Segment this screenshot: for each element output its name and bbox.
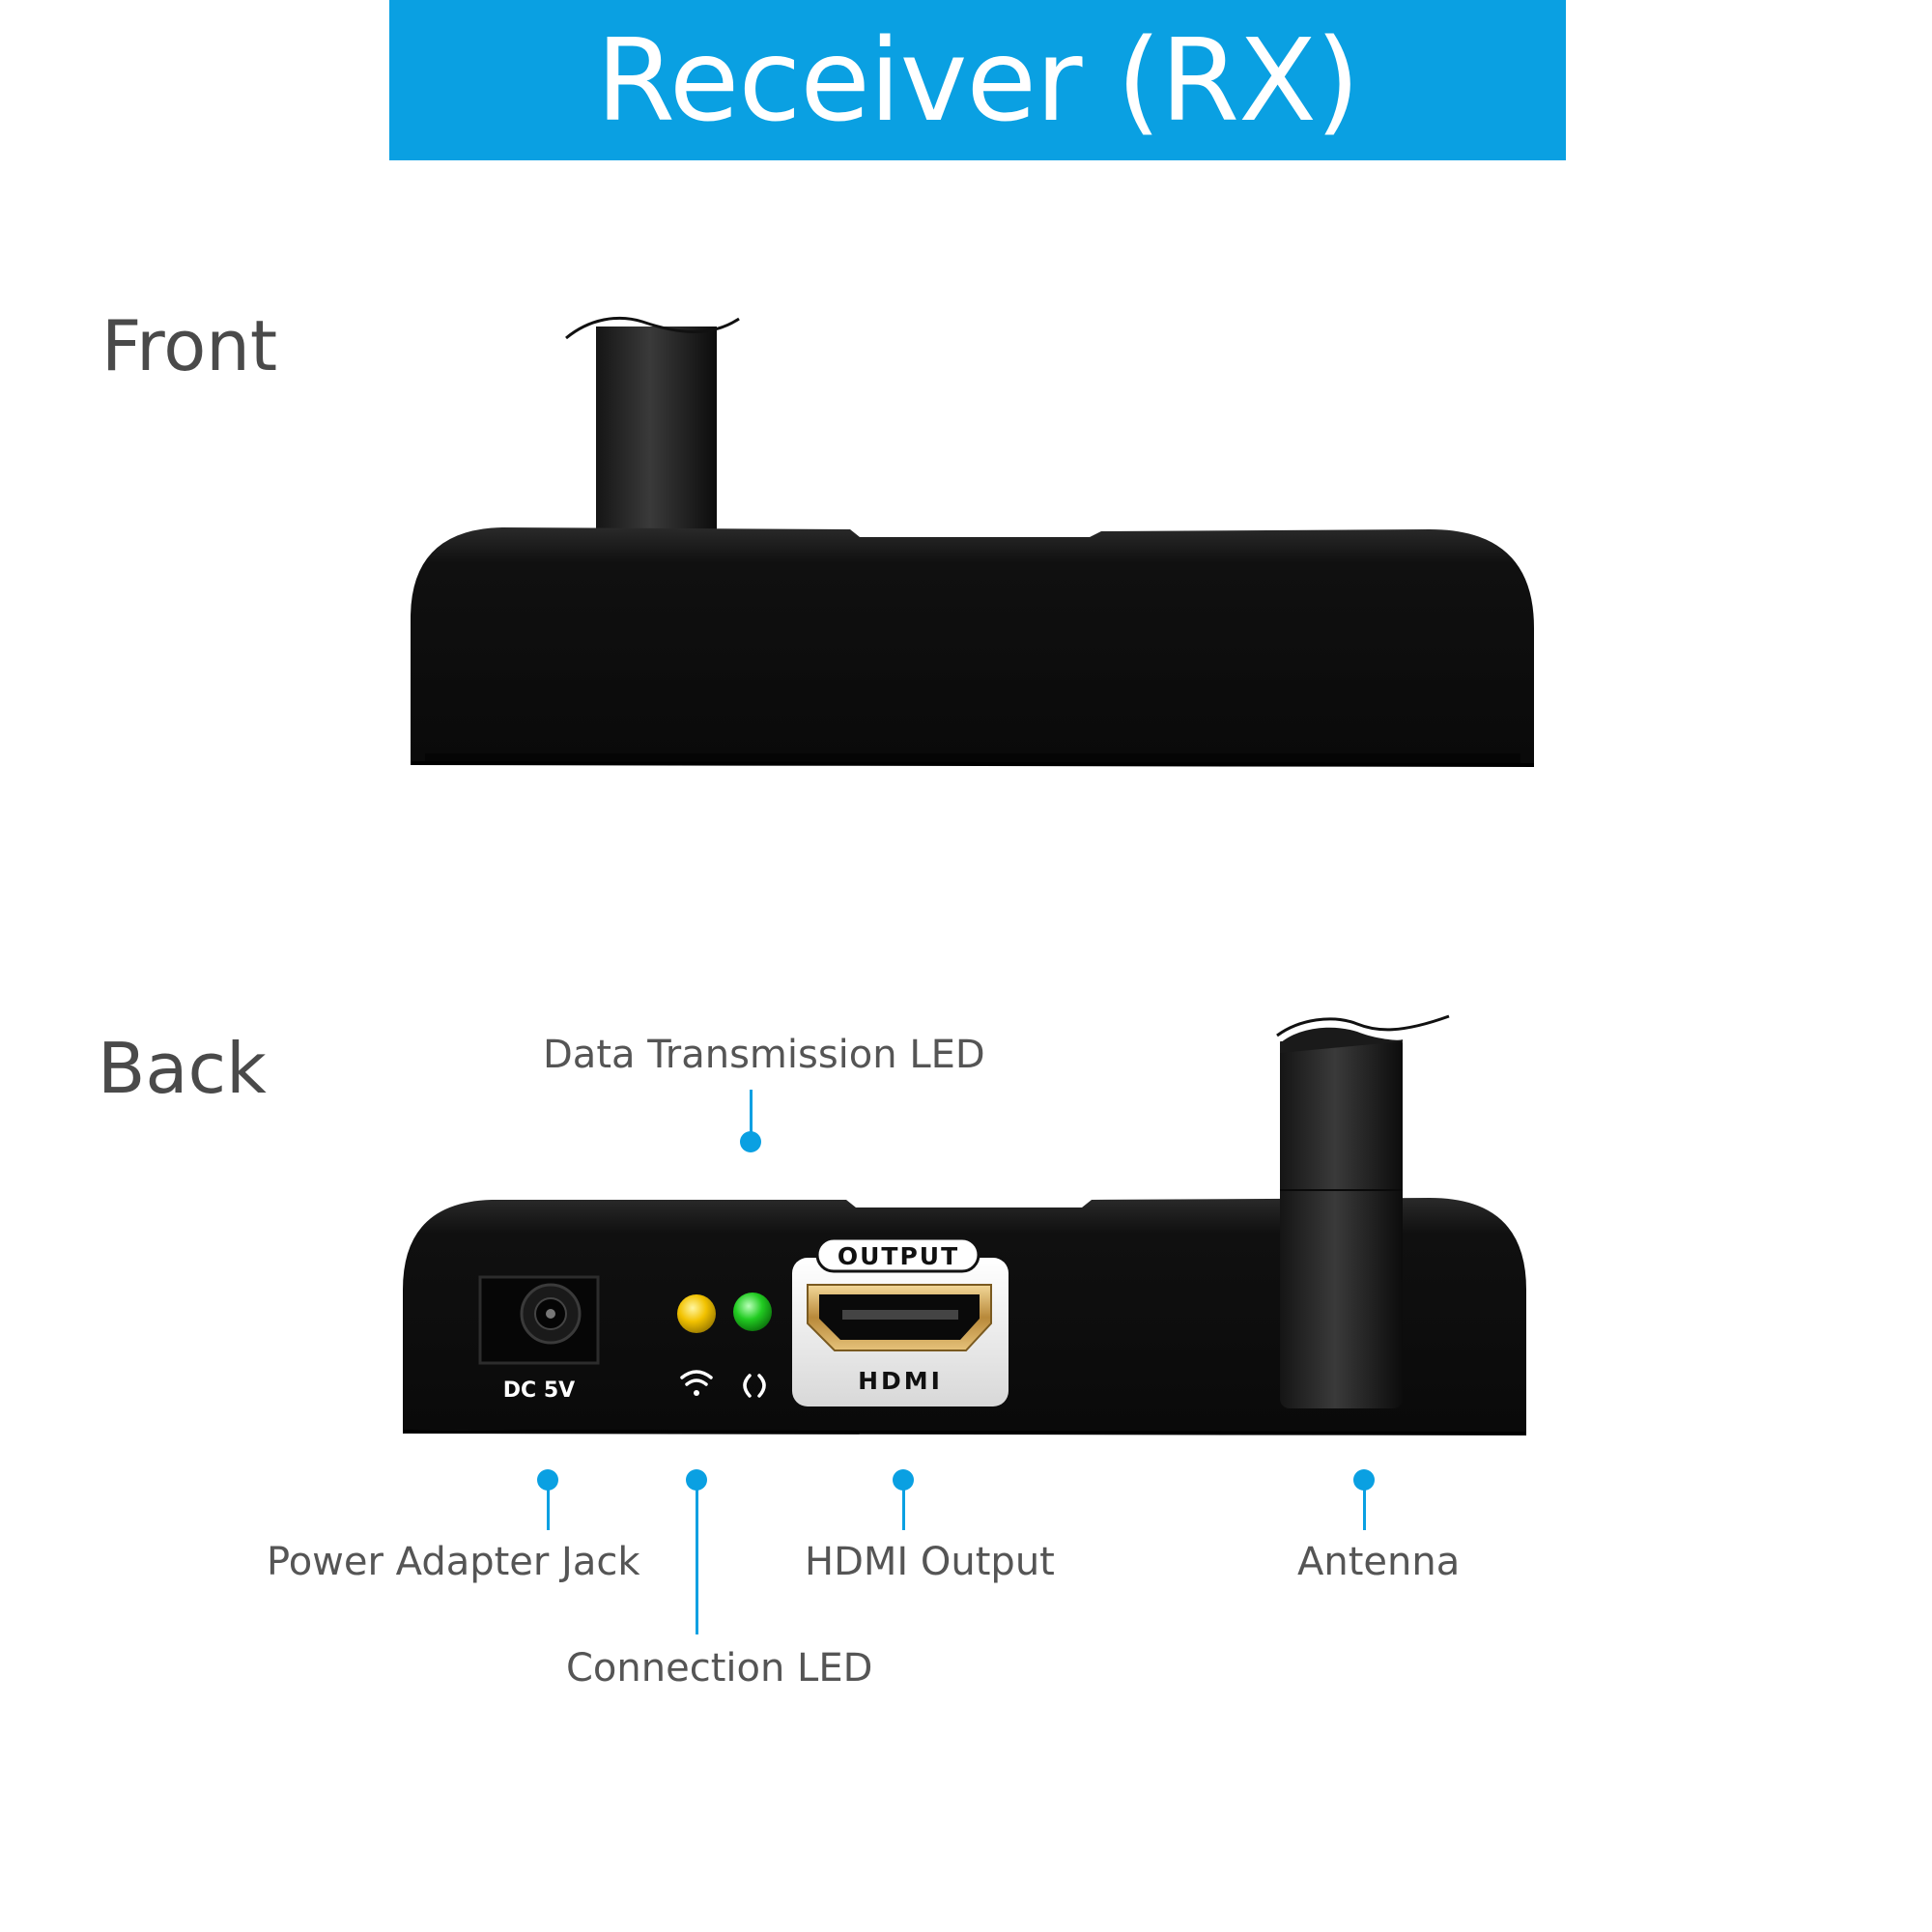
connection-led	[733, 1293, 772, 1331]
front-antenna	[596, 327, 717, 534]
wifi-icon	[680, 1370, 713, 1396]
back-antenna	[1276, 1014, 1450, 1408]
hdmi-label: HDMI	[858, 1367, 943, 1395]
power-adapter-jack	[478, 1275, 600, 1365]
output-badge	[815, 1236, 980, 1273]
front-enclosure	[411, 527, 1534, 765]
dot-data-transmission-led	[740, 1131, 761, 1152]
callout-connection-led: Connection LED	[566, 1646, 873, 1690]
callout-hdmi-output: HDMI Output	[805, 1540, 1055, 1584]
data-transmission-led	[677, 1294, 716, 1333]
title-banner: Receiver (RX)	[389, 0, 1566, 160]
callout-data-transmission-led: Data Transmission LED	[543, 1033, 985, 1077]
leader-power-adapter-jack	[547, 1480, 550, 1530]
front-device	[410, 316, 1535, 767]
link-icon	[743, 1374, 766, 1398]
page-title: Receiver (RX)	[596, 14, 1360, 147]
back-view-label: Back	[98, 1028, 267, 1109]
front-view-label: Front	[101, 305, 278, 386]
callout-antenna: Antenna	[1297, 1540, 1461, 1584]
output-label: OUTPUT	[838, 1242, 959, 1270]
leader-connection-led	[696, 1480, 698, 1634]
hdmi-output-port	[792, 1236, 1009, 1406]
leader-antenna	[1363, 1480, 1366, 1530]
leader-hdmi-output	[902, 1480, 905, 1530]
dc-5v-label: DC 5V	[503, 1378, 575, 1403]
leader-data-transmission-led	[750, 1090, 753, 1138]
back-device: DC 5V OUTPUT HDMI	[402, 1014, 1527, 1435]
callout-power-adapter-jack: Power Adapter Jack	[267, 1540, 640, 1584]
